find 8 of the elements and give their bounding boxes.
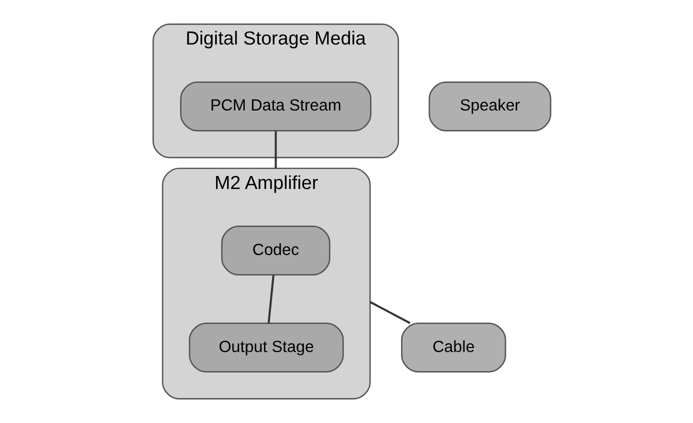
node-box: Cable xyxy=(401,322,506,372)
node-box: Speaker xyxy=(428,81,552,132)
node-box: Output Stage xyxy=(188,322,344,372)
node-box: Codec xyxy=(221,226,330,276)
connector xyxy=(268,275,274,324)
connector xyxy=(370,301,410,324)
connector xyxy=(274,131,277,168)
node-box: PCM Data Stream xyxy=(180,81,372,132)
